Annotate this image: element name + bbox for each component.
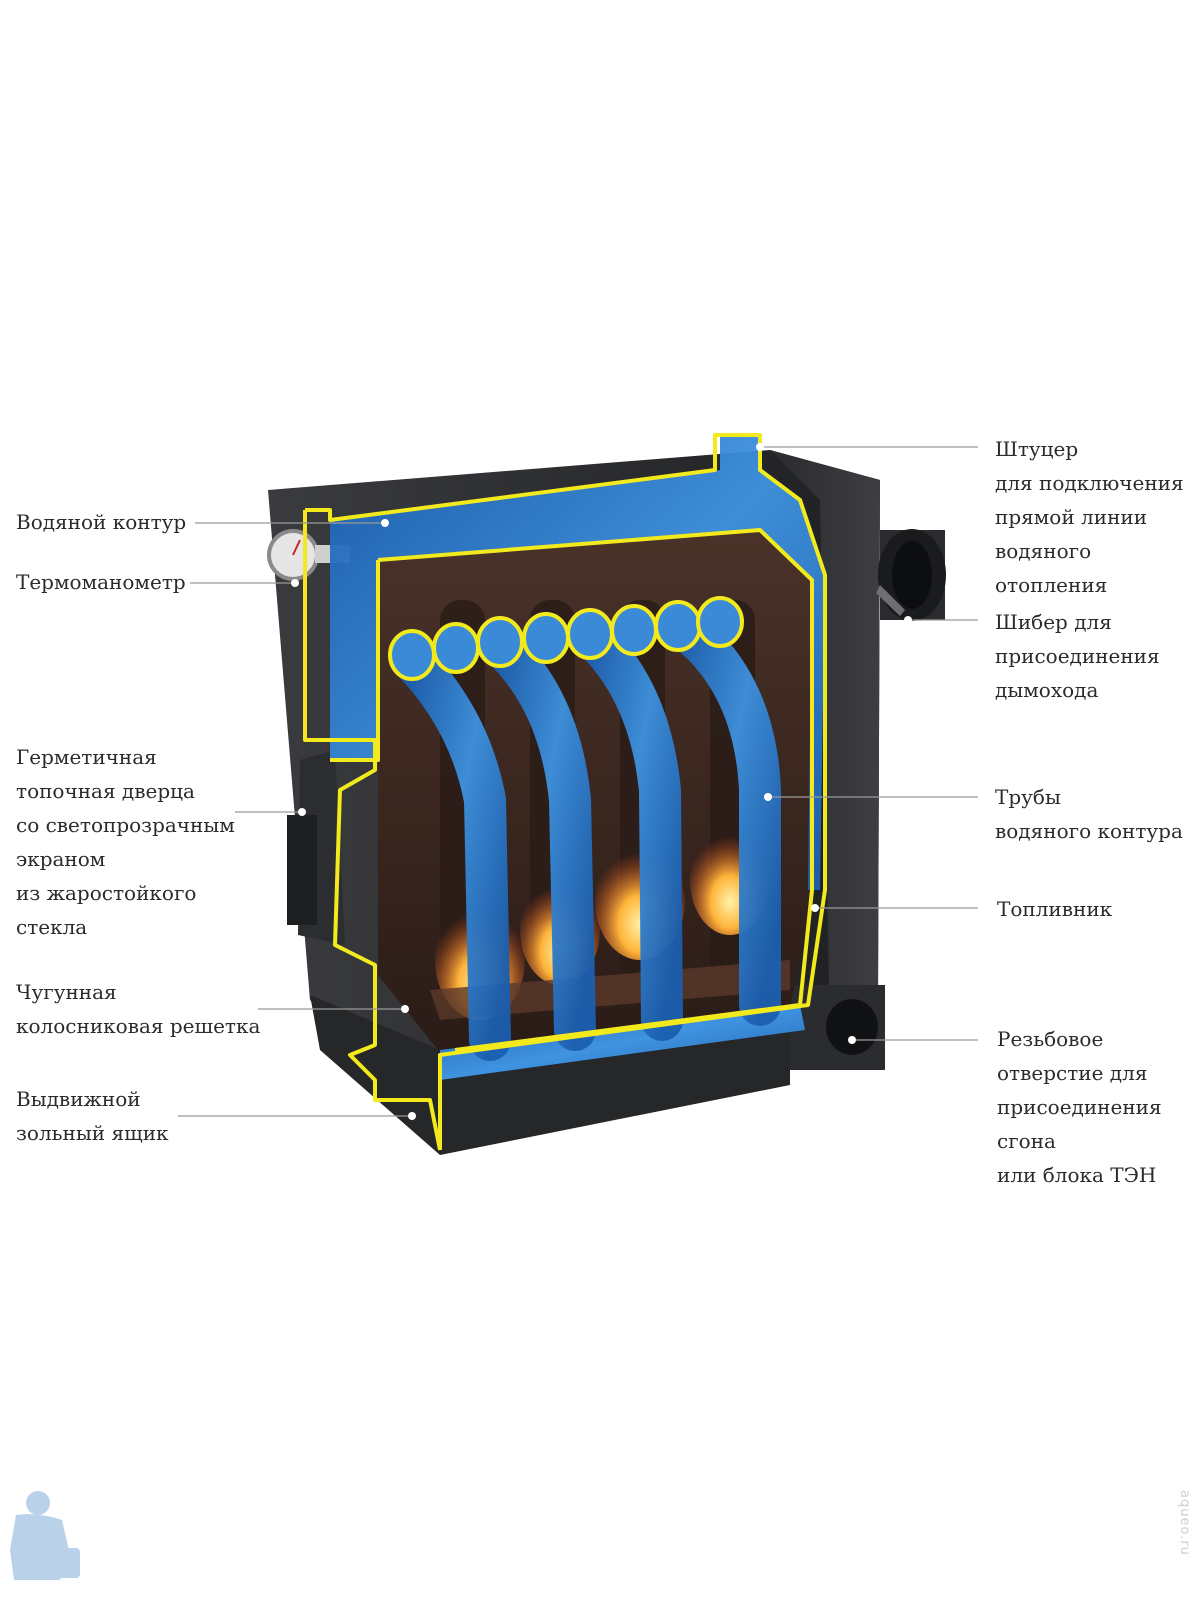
tube-rings bbox=[388, 596, 744, 681]
label-damper: Шибер для присоединения дымохода bbox=[995, 605, 1160, 707]
water-jacket bbox=[330, 435, 825, 890]
label-line: Герметичная bbox=[16, 745, 157, 769]
label-line: Топливник bbox=[997, 897, 1113, 921]
label-line: водяного контура bbox=[995, 819, 1183, 843]
label-line: присоединения bbox=[997, 1095, 1162, 1119]
label-threaded-hole: Резьбовое отверстие для присоединения сгона… bbox=[997, 1022, 1162, 1192]
label-fitting: Штуцер для подключения прямой линии водяног… bbox=[995, 432, 1184, 602]
watermark: aqueo.ru bbox=[1177, 1490, 1192, 1556]
label-line: топочная дверца bbox=[16, 779, 195, 803]
label-line: зольный ящик bbox=[16, 1121, 169, 1145]
leader-lines bbox=[178, 446, 978, 1117]
label-line: отопления bbox=[995, 573, 1108, 597]
label-grate: Чугунная колосниковая решетка bbox=[16, 975, 260, 1043]
label-line: стекла bbox=[16, 915, 88, 939]
label-line: колосниковая решетка bbox=[16, 1014, 261, 1038]
label-ash-box: Выдвижной зольный ящик bbox=[16, 1082, 169, 1150]
label-firebox-door: Герметичная топочная дверца со светопрозра… bbox=[16, 740, 235, 944]
label-line: Штуцер bbox=[995, 437, 1079, 461]
label-thermomanometer: Термоманометр bbox=[16, 565, 186, 599]
label-line: водяного bbox=[995, 539, 1092, 563]
label-line: экраном bbox=[16, 847, 106, 871]
label-line: со светопрозрачным bbox=[16, 813, 235, 837]
label-line: Трубы bbox=[995, 785, 1061, 809]
label-pipes: Трубы водяного контура bbox=[995, 780, 1183, 848]
label-line: или блока ТЭН bbox=[997, 1163, 1157, 1187]
label-line: прямой линии bbox=[995, 505, 1148, 529]
label-line: Выдвижной bbox=[16, 1087, 141, 1111]
label-firebox: Топливник bbox=[997, 892, 1112, 926]
plumber-logo-icon bbox=[10, 1491, 80, 1580]
cutaway-outline bbox=[303, 433, 827, 1151]
label-line: Чугунная bbox=[16, 980, 117, 1004]
label-line: из жаростойкого bbox=[16, 881, 197, 905]
label-line: дымохода bbox=[995, 678, 1099, 702]
label-line: для подключения bbox=[995, 471, 1184, 495]
label-line: Шибер для bbox=[995, 610, 1112, 634]
label-line: Водяной контур bbox=[16, 510, 187, 534]
label-line: присоединения bbox=[995, 644, 1160, 668]
leader-dots bbox=[291, 443, 912, 1120]
label-line: Резьбовое bbox=[997, 1027, 1104, 1051]
label-line: сгона bbox=[997, 1129, 1056, 1153]
label-water-circuit: Водяной контур bbox=[16, 505, 186, 539]
label-line: Термоманометр bbox=[16, 570, 186, 594]
label-line: отверстие для bbox=[997, 1061, 1148, 1085]
